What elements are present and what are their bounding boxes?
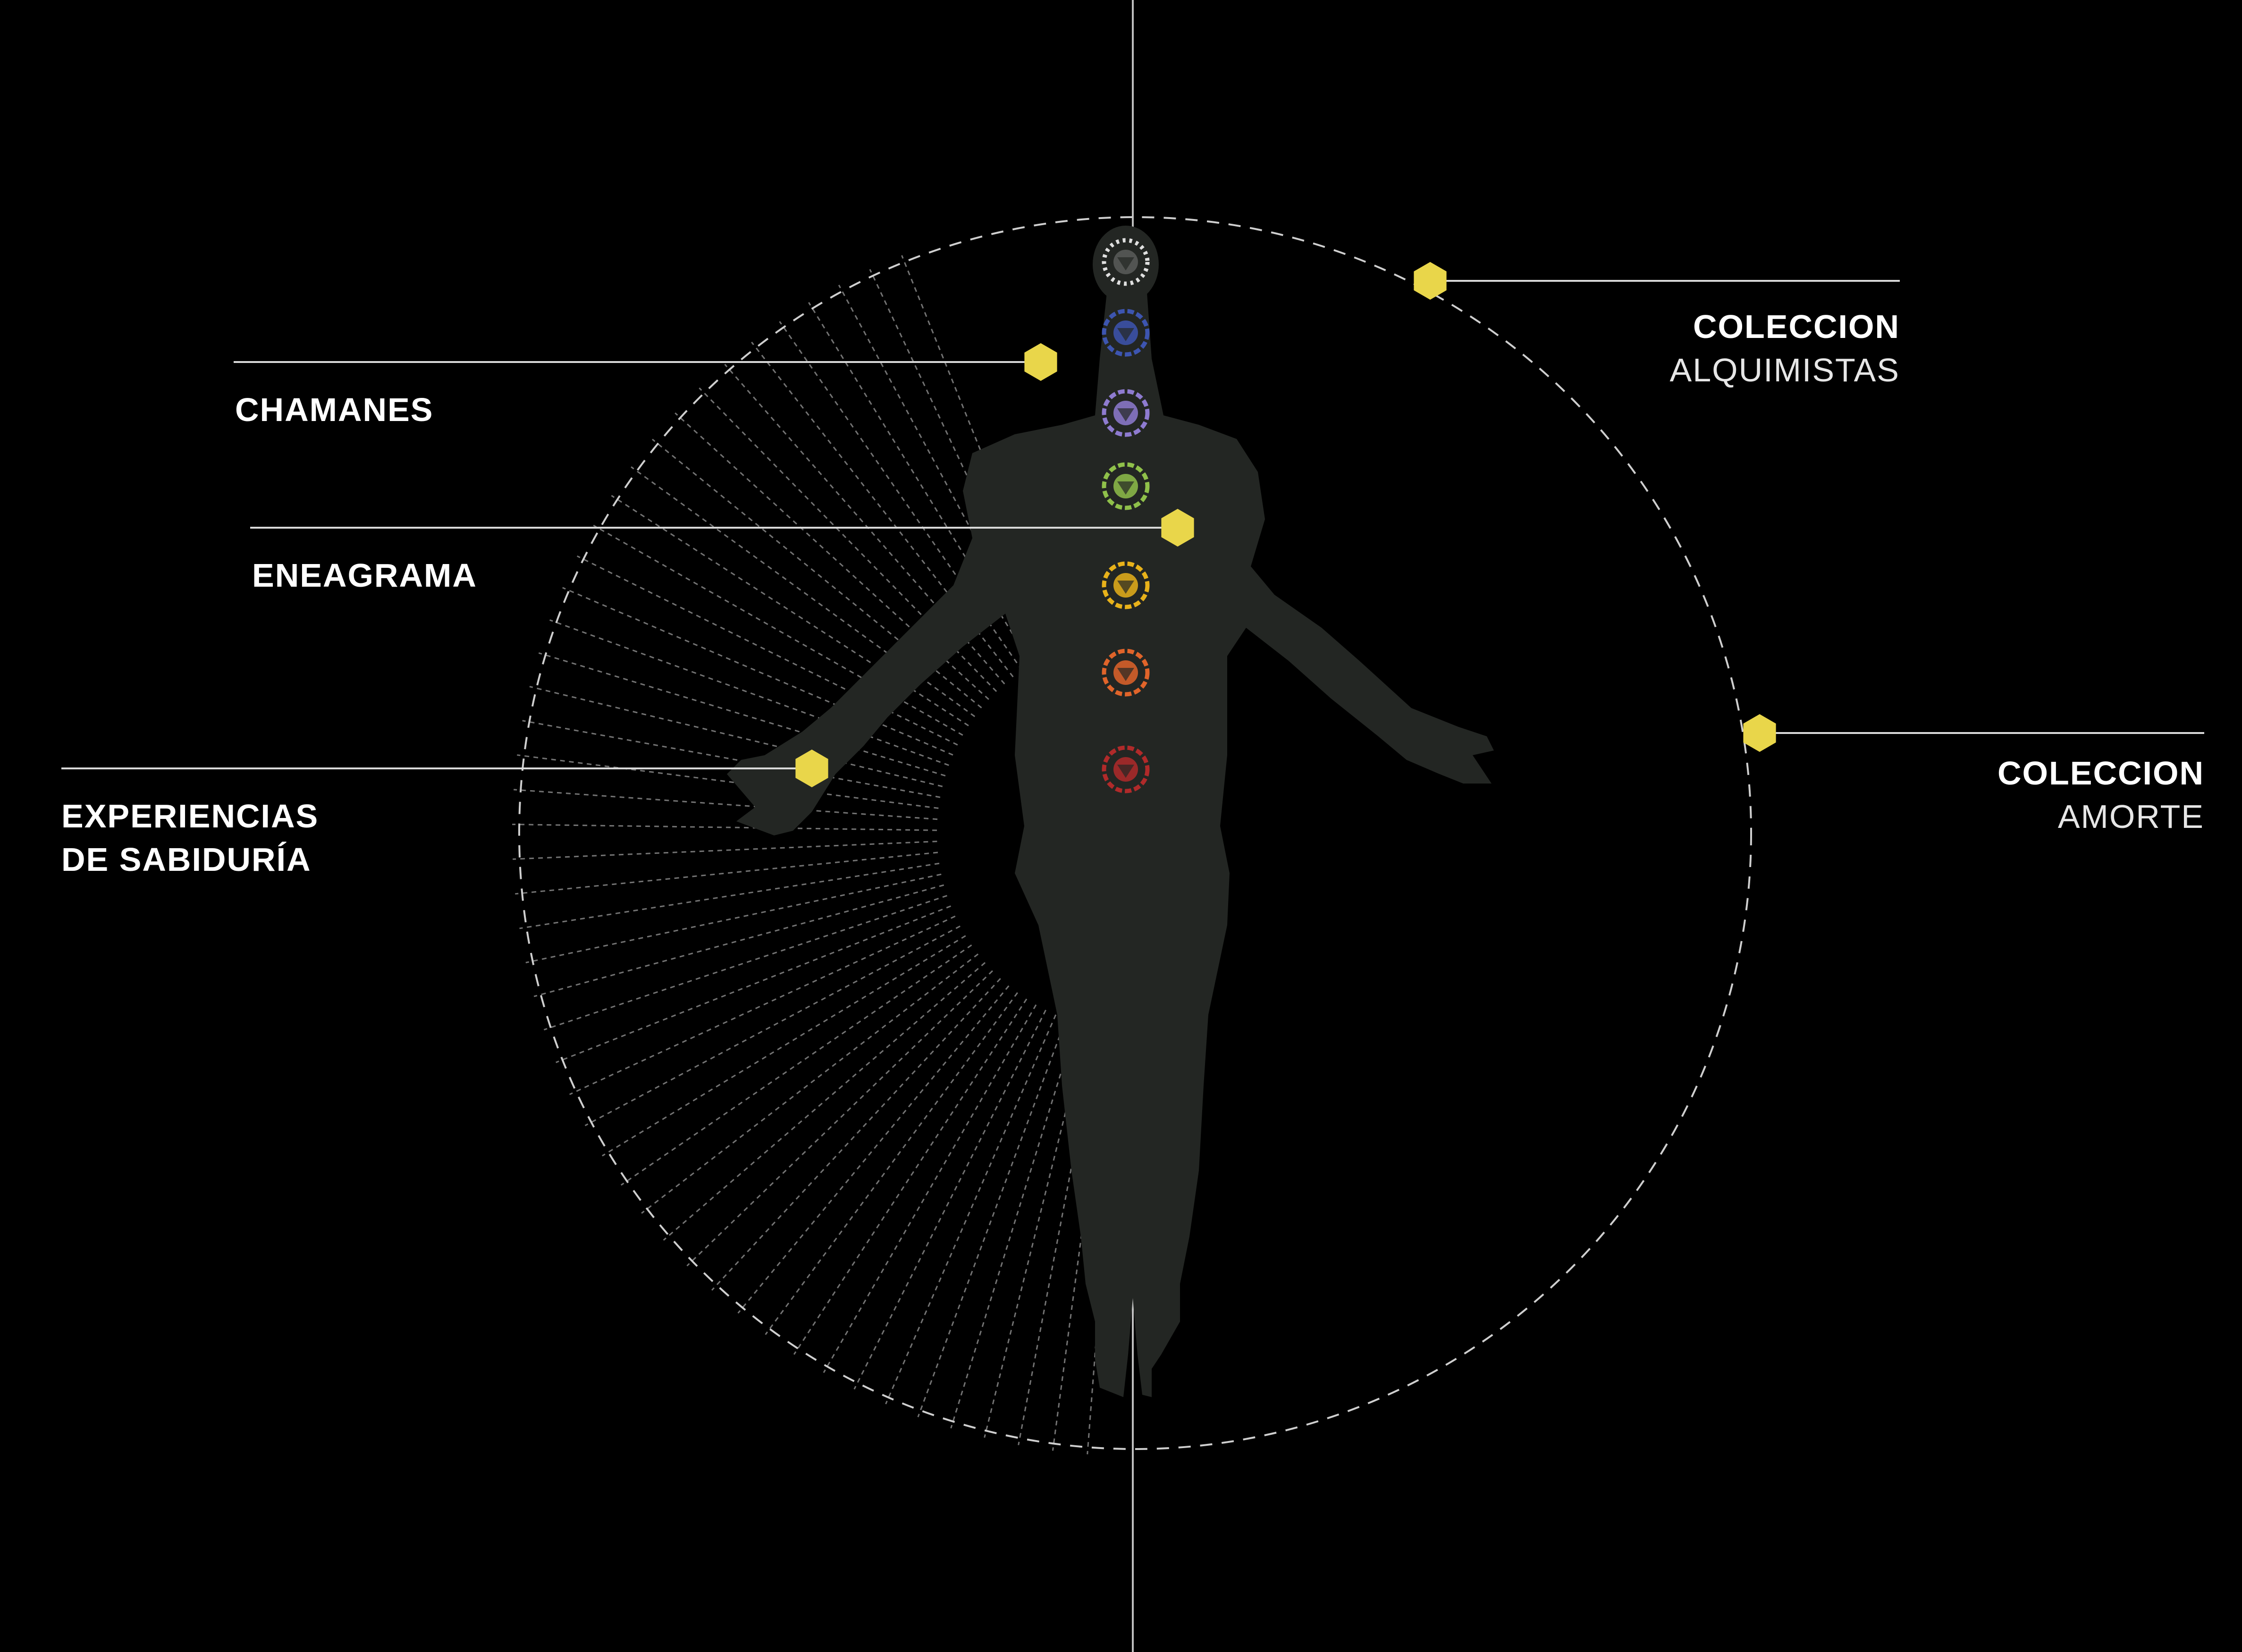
experiencias-title-line1: EXPERIENCIAS bbox=[61, 798, 319, 834]
radiating-line bbox=[631, 466, 976, 717]
radiating-line bbox=[569, 915, 956, 1096]
radiating-line bbox=[513, 841, 937, 860]
radiating-line bbox=[1052, 1029, 1110, 1451]
radiating-line bbox=[556, 905, 952, 1063]
chakra-column bbox=[1102, 238, 1150, 793]
radiating-line bbox=[853, 1010, 1046, 1390]
radiating-line bbox=[538, 652, 946, 777]
throat-chakra-icon bbox=[1102, 389, 1150, 437]
eneagrama-title: ENEAGRAMA bbox=[252, 557, 477, 594]
radiating-line bbox=[517, 754, 939, 809]
radiating-line bbox=[765, 992, 1018, 1335]
chamanes-node[interactable] bbox=[1024, 343, 1057, 381]
radiating-line bbox=[674, 412, 989, 700]
radiating-line bbox=[869, 269, 1052, 654]
radiating-line bbox=[711, 978, 1001, 1291]
radiating-line bbox=[529, 686, 943, 787]
radiating-line bbox=[522, 720, 941, 798]
radiating-line bbox=[652, 438, 982, 708]
human-silhouette bbox=[727, 226, 1494, 1397]
radiating-line bbox=[514, 789, 938, 820]
radiating-line bbox=[533, 884, 944, 997]
radiating-line bbox=[549, 619, 949, 766]
radiating-line bbox=[621, 944, 972, 1186]
radiating-line bbox=[519, 862, 940, 929]
alquimistas-title: COLECCION bbox=[1693, 308, 1900, 345]
eneagrama-node[interactable] bbox=[1161, 509, 1194, 547]
radiating-line bbox=[663, 962, 986, 1241]
radiating-line bbox=[823, 1004, 1037, 1373]
radiating-line bbox=[525, 873, 942, 963]
radiating-line bbox=[576, 555, 958, 746]
radiating-line bbox=[917, 1019, 1067, 1417]
label-amorte[interactable]: COLECCION AMORTE bbox=[1998, 751, 2204, 838]
radiating-line bbox=[737, 985, 1010, 1314]
radiating-line bbox=[611, 495, 969, 726]
connector-lines bbox=[61, 280, 2204, 769]
amorte-subtitle: AMORTE bbox=[2057, 798, 2204, 835]
radiating-line bbox=[699, 387, 997, 692]
aura-circle bbox=[518, 216, 1752, 1450]
radiating-line bbox=[984, 1025, 1088, 1438]
radiating-line bbox=[1087, 1030, 1121, 1455]
label-experiencias[interactable]: EXPERIENCIAS DE SABIDURÍA bbox=[61, 794, 319, 881]
amorte-node[interactable] bbox=[1743, 714, 1776, 752]
radiating-line bbox=[751, 341, 1014, 677]
radiating-line bbox=[779, 321, 1023, 671]
heart-chakra-icon bbox=[1102, 462, 1150, 510]
radiating-line bbox=[1018, 1028, 1099, 1445]
root-chakra-icon bbox=[1102, 745, 1150, 793]
radiating-line bbox=[512, 824, 937, 831]
alquimistas-subtitle: ALQUIMISTAS bbox=[1669, 352, 1900, 388]
radiating-line bbox=[593, 524, 963, 736]
experiencias-title-line2: DE SABIDURÍA bbox=[61, 841, 312, 878]
crown-chakra-icon bbox=[1102, 238, 1150, 286]
radiating-line bbox=[515, 851, 938, 895]
radiating-line bbox=[838, 285, 1042, 659]
sacral-chakra-icon bbox=[1102, 649, 1150, 697]
experiencias-node[interactable] bbox=[795, 750, 828, 787]
radiating-line bbox=[544, 895, 947, 1031]
chamanes-title: CHAMANES bbox=[235, 391, 434, 428]
label-alquimistas[interactable]: COLECCION ALQUIMISTAS bbox=[1670, 305, 1900, 392]
radiating-line bbox=[562, 587, 953, 756]
solar-plexus-chakra-icon bbox=[1102, 561, 1150, 609]
radiating-line bbox=[724, 363, 1005, 684]
radiating-lines bbox=[512, 255, 1121, 1455]
radiating-line bbox=[901, 255, 1062, 650]
third-eye-chakra-icon bbox=[1102, 309, 1150, 357]
radiating-line bbox=[686, 970, 993, 1267]
alquimistas-node[interactable] bbox=[1414, 262, 1447, 300]
amorte-title: COLECCION bbox=[1998, 755, 2204, 792]
label-chamanes[interactable]: CHAMANES bbox=[235, 388, 433, 431]
radiating-line bbox=[602, 935, 966, 1157]
hexagon-nodes bbox=[795, 262, 1776, 787]
radiating-line bbox=[885, 1014, 1057, 1405]
radiating-line bbox=[950, 1022, 1078, 1429]
radiating-line bbox=[584, 925, 961, 1127]
radiating-line bbox=[793, 998, 1028, 1355]
radiating-line bbox=[641, 953, 979, 1214]
label-eneagrama[interactable]: ENEAGRAMA bbox=[252, 554, 477, 597]
